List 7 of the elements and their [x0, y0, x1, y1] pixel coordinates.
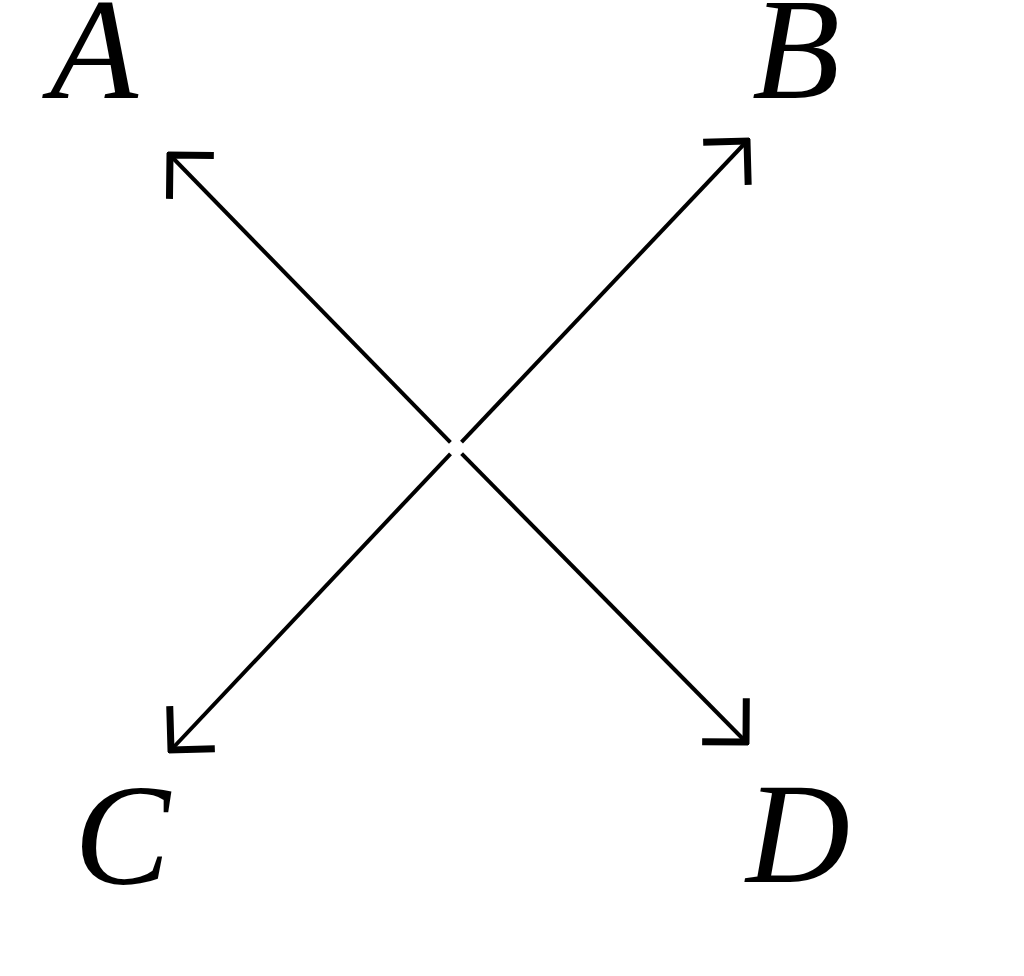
arrow [460, 137, 752, 444]
arrow [460, 452, 750, 746]
point-label: C [70, 786, 175, 887]
arrow [166, 452, 452, 754]
arrow [165, 151, 452, 444]
point-label: B [748, 0, 844, 101]
point-label: D [742, 784, 854, 885]
